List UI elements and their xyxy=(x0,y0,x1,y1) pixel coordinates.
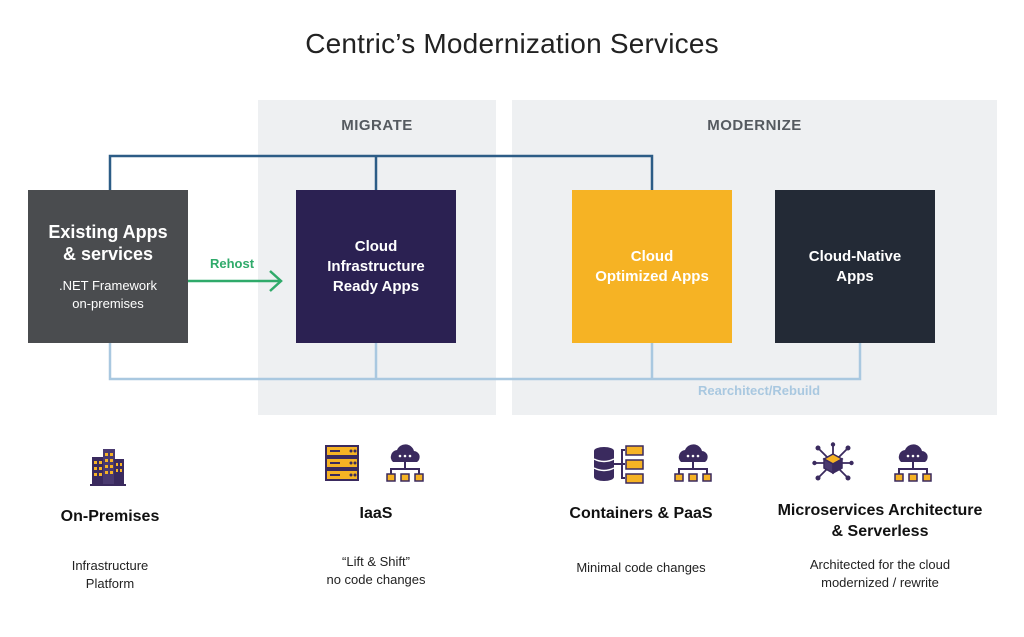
iaas-desc: “Lift & Shift” no code changes xyxy=(286,553,466,589)
page-title: Centric’s Modernization Services xyxy=(305,28,719,59)
optimized-line2: Optimized Apps xyxy=(595,267,709,285)
migrate-label: MIGRATE xyxy=(341,117,413,134)
existing-line1: Existing Apps xyxy=(48,221,168,242)
infra-line2: Infrastructure xyxy=(327,257,425,275)
containers-desc: Minimal code changes xyxy=(541,559,741,577)
microservices-title-line2: & Serverless xyxy=(831,523,929,540)
rehost-arrow xyxy=(188,270,283,292)
rearchitect-label: Rearchitect/Rebuild xyxy=(698,383,821,398)
database-containers-icon xyxy=(592,444,646,484)
native-line1: Cloud-Native xyxy=(808,247,902,265)
microservices-desc: Architected for the cloud modernized / r… xyxy=(760,556,1000,592)
microservices-cube-icon xyxy=(812,442,854,484)
server-icon xyxy=(324,444,360,484)
existing-line2: & services xyxy=(62,243,154,264)
iaas-desc-line2: no code changes xyxy=(326,572,426,587)
native-line2: Apps xyxy=(836,267,874,285)
microservices-desc-line1: Architected for the cloud xyxy=(809,557,951,572)
existing-sub: .NET Framework on-premises xyxy=(59,277,157,313)
existing-sub2: on-premises xyxy=(72,295,144,311)
cloud-native-box: Cloud-Native Apps xyxy=(775,190,935,343)
modernize-label: MODERNIZE xyxy=(707,117,802,134)
bottom-connector xyxy=(108,343,862,381)
containers-desc-line1: Minimal code changes xyxy=(576,560,706,575)
iaas-title: IaaS xyxy=(359,505,393,522)
iaas-desc-line1: “Lift & Shift” xyxy=(342,554,410,569)
buildings-icon xyxy=(88,445,128,487)
on-premises-desc-line2: Platform xyxy=(85,576,135,591)
cloud-network-icon xyxy=(673,442,713,484)
infra-line3: Ready Apps xyxy=(332,277,420,295)
existing-apps-box: Existing Apps & services .NET Framework … xyxy=(28,190,188,343)
rehost-label: Rehost xyxy=(210,256,255,271)
microservices-title: Microservices Architecture & Serverless xyxy=(760,500,1000,542)
microservices-title-line1: Microservices Architecture xyxy=(777,502,983,519)
on-premises-desc: Infrastructure Platform xyxy=(20,557,200,593)
containers-paas-title: Containers & PaaS xyxy=(569,505,713,522)
existing-sub1: .NET Framework xyxy=(59,277,157,293)
cloud-infrastructure-box: Cloud Infrastructure Ready Apps xyxy=(296,190,456,343)
on-premises-title: On-Premises xyxy=(60,508,160,525)
infra-line1: Cloud xyxy=(354,237,398,255)
cloud-network-icon xyxy=(893,442,933,484)
on-premises-desc-line1: Infrastructure xyxy=(71,558,149,573)
microservices-desc-line2: modernized / rewrite xyxy=(821,575,939,590)
top-connector xyxy=(108,154,654,190)
optimized-line1: Cloud xyxy=(630,247,674,265)
cloud-network-icon xyxy=(385,442,425,484)
cloud-optimized-box: Cloud Optimized Apps xyxy=(572,190,732,343)
